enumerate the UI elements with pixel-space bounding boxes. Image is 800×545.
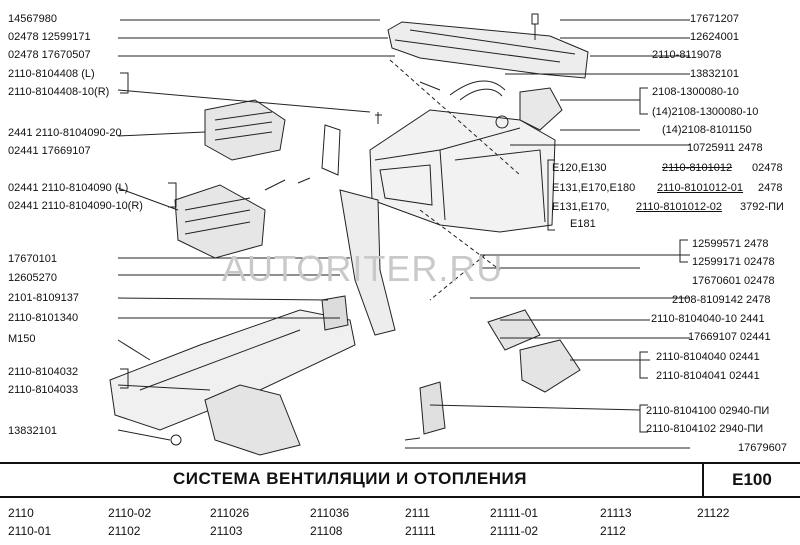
callout-left-13: 2110-8101340 [8, 312, 79, 324]
callout-right-15: 2110-8104040 02441 [656, 351, 760, 363]
model-item: 21111-02 [490, 524, 539, 538]
callout-left-4: 2110-8104408 (L) [8, 68, 95, 80]
callout-right-3: 2110-8119078 [652, 49, 722, 61]
heater-variant-4: Е181 [570, 218, 596, 230]
model-list: 2110 2110-01 2110-02 21102 211026 21103 … [0, 502, 800, 542]
model-item: 2110-01 [8, 524, 52, 538]
heater-variant-1: Е120,Е130 [552, 162, 607, 174]
model-item: 2110-02 [108, 506, 152, 520]
heater-number-2: 2110-8101012-01 [657, 182, 744, 194]
callout-right-12: 2108-8109142 2478 [672, 294, 771, 306]
callout-right-13: 2110-8104040-10 2441 [651, 313, 765, 325]
section-code: Е100 [702, 464, 800, 496]
callout-left-5: 2110-8104408-10(R) [8, 86, 110, 98]
callout-left-3: 02478 17670507 [8, 49, 91, 61]
model-item: 2111 [405, 506, 430, 520]
model-item: 211026 [210, 506, 250, 520]
callout-left-9: 02441 2110-8104090-10(R) [8, 200, 143, 212]
callout-right-1: 17671207 [690, 13, 739, 25]
callout-left-12: 2101-8109137 [8, 292, 79, 304]
callout-left-2: 02478 12599171 [8, 31, 91, 43]
callout-right-16: 2110-8104041 02441 [656, 370, 760, 382]
callout-right-17: 2110-8104100 02940-ПИ [646, 405, 770, 417]
callout-right-19: 17679607 [738, 442, 787, 454]
callout-right-18: 2110-8104102 2940-ПИ [646, 423, 764, 435]
callout-left-8: 02441 2110-8104090 (L) [8, 182, 129, 194]
model-item: 21122 [697, 506, 730, 520]
title-bar: СИСТЕМА ВЕНТИЛЯЦИИ И ОТОПЛЕНИЯ Е100 [0, 462, 800, 498]
callout-right-5: 2108-1300080-10 [652, 86, 739, 98]
model-item: 21111-01 [490, 506, 539, 520]
diagram-title: СИСТЕМА ВЕНТИЛЯЦИИ И ОТОПЛЕНИЯ [172, 469, 527, 488]
callout-right-7: (14)2108-8101150 [662, 124, 752, 136]
ventilation-exploded-diagram [109, 13, 690, 456]
callout-right-6: (14)2108-1300080-10 [652, 106, 759, 118]
callout-left-14: M150 [8, 333, 36, 345]
callout-left-16: 2110-8104033 [8, 384, 79, 396]
model-item: 21108 [310, 524, 343, 538]
callout-left-15: 2110-8104032 [8, 366, 79, 378]
model-item: 21102 [108, 524, 141, 538]
model-item: 2110 [8, 506, 34, 520]
callout-right-14: 17669107 02441 [688, 331, 771, 343]
callout-left-17: 13832101 [8, 425, 57, 437]
callout-left-10: 17670101 [8, 253, 57, 265]
callout-right-11: 17670601 02478 [692, 275, 775, 287]
heater-suffix-3: 3792-ПИ [740, 201, 784, 213]
model-item: 211036 [310, 506, 350, 520]
model-item: 2112 [600, 524, 626, 538]
heater-variant-2: Е131,Е170,Е180 [552, 182, 636, 194]
heater-suffix-1: 02478 [752, 162, 783, 174]
model-item: 21103 [210, 524, 243, 538]
heater-suffix-2: 2478 [758, 182, 783, 194]
watermark: AUTORITER.RU [222, 248, 504, 289]
model-item: 21111 [405, 524, 436, 538]
callout-left-11: 12605270 [8, 272, 57, 284]
callout-left-6: 2441 2110-8104090-20 [8, 127, 122, 139]
callout-left-1: 14567980 [8, 13, 57, 25]
heater-number-3: 2110-8101012-02 [636, 201, 723, 213]
heater-number-1: 2110-8101012 [662, 162, 733, 174]
callout-right-10: 12599171 02478 [692, 256, 775, 268]
callout-right-4: 13832101 [690, 68, 739, 80]
model-item: 21113 [600, 506, 632, 520]
heater-variant-3: Е131,Е170, [552, 201, 610, 213]
callout-right-2: 12624001 [690, 31, 739, 43]
callout-right-9: 12599571 2478 [692, 238, 769, 250]
callout-right-8: 10725911 2478 [687, 142, 763, 154]
callout-left-7: 02441 17669107 [8, 145, 91, 157]
